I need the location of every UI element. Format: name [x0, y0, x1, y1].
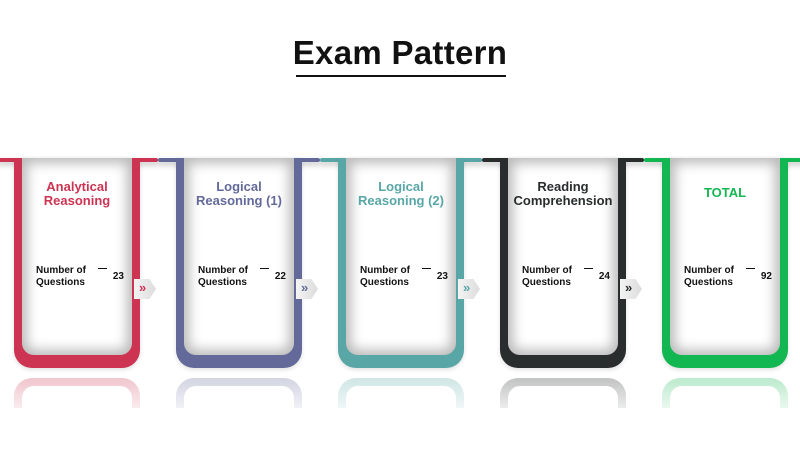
question-count-value: 23 — [112, 271, 124, 282]
label-line-1: Number of — [684, 265, 734, 276]
dash-separator — [260, 268, 269, 269]
question-count-value: 22 — [274, 271, 286, 282]
label-line-1: Number of — [522, 265, 572, 276]
card-title-line-2: Comprehension — [513, 193, 613, 208]
connector-arrow: » — [296, 279, 318, 299]
dash-separator — [422, 268, 431, 269]
card-title-line-1: Logical — [378, 179, 424, 194]
double-chevron-right-icon: » — [139, 280, 146, 295]
question-count-value: 92 — [760, 271, 772, 282]
label-line-2: Questions — [36, 277, 85, 288]
card-title-line-1: TOTAL — [703, 185, 747, 200]
page-title: Exam Pattern — [292, 34, 508, 71]
connector-arrow: » — [620, 279, 642, 299]
label-line-2: Questions — [522, 277, 571, 288]
title-underline — [296, 75, 506, 77]
label-line-1: Number of — [198, 265, 248, 276]
label-line-2: Questions — [360, 277, 409, 288]
dash-separator — [746, 268, 755, 269]
question-count-value: 24 — [598, 271, 610, 282]
connector-arrow: » — [134, 279, 156, 299]
question-count-value: 23 — [436, 271, 448, 282]
card-title-line-2: Reasoning (2) — [358, 193, 444, 208]
card-title-line-2: Reasoning (1) — [196, 193, 282, 208]
card-title-line-1: Logical — [216, 179, 262, 194]
double-chevron-right-icon: » — [301, 280, 308, 295]
card-title-line-2: Reasoning — [43, 193, 111, 208]
card-title-line-1: Analytical — [46, 179, 108, 194]
connector-arrow: » — [458, 279, 480, 299]
dash-separator — [98, 268, 107, 269]
label-line-2: Questions — [198, 277, 247, 288]
card-title-line-1: Reading — [537, 179, 589, 194]
double-chevron-right-icon: » — [625, 280, 632, 295]
label-line-2: Questions — [684, 277, 733, 288]
label-line-1: Number of — [360, 265, 410, 276]
double-chevron-right-icon: » — [463, 280, 470, 295]
reflection-fade — [0, 372, 800, 450]
label-line-1: Number of — [36, 265, 86, 276]
dash-separator — [584, 268, 593, 269]
card-title: TOTAL — [670, 186, 780, 200]
